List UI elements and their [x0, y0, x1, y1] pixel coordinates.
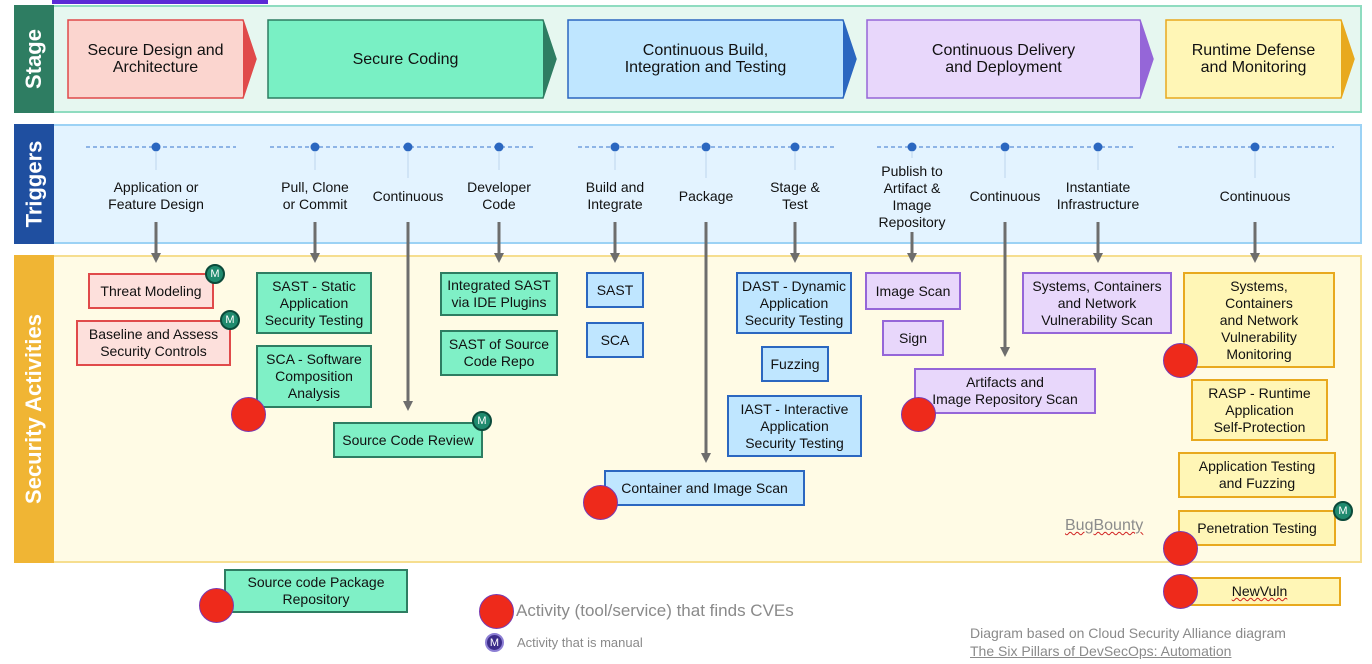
cve-marker-icon — [199, 588, 234, 623]
image-scan-box: Image Scan — [865, 272, 961, 310]
systems-monitoring-box: Systems, Containers and Network Vulnerab… — [1183, 272, 1335, 368]
manual-badge-icon: M — [220, 310, 240, 330]
trigger-continuous-delivery: Continuous — [969, 187, 1041, 204]
penetration-testing-box: Penetration Testing — [1178, 510, 1336, 546]
stage-arrow-build-tip — [843, 20, 856, 98]
stage-label-coding: Secure Coding — [352, 50, 459, 68]
triggers-band-label: Triggers — [14, 124, 54, 244]
iast-box: IAST - Interactive Application Security … — [727, 395, 862, 457]
legend-manual-text: Activity that is manual — [517, 635, 643, 650]
stage-label-delivery: Continuous Delivery and Deployment — [931, 42, 1076, 76]
trigger-dot — [790, 142, 800, 152]
cve-marker-icon — [1163, 343, 1198, 378]
stage-arrow-runtime-tip — [1341, 20, 1354, 98]
source-package-repo-box: Source code Package Repository — [224, 569, 408, 613]
trigger-dot — [151, 142, 161, 152]
sca-software-box: SCA - Software Composition Analysis — [256, 345, 372, 408]
trigger-instantiate-infra: Instantiate Infrastructure — [1056, 179, 1140, 212]
trigger-package: Package — [678, 187, 734, 204]
trigger-publish-artifact: Publish to Artifact & Image Repository — [878, 163, 946, 230]
threat-modeling-box: Threat Modeling — [88, 273, 214, 309]
stage-arrow-coding-tip — [543, 20, 556, 98]
fuzzing-box: Fuzzing — [761, 346, 829, 382]
sca-box: SCA — [586, 322, 644, 358]
credit-link[interactable]: The Six Pillars of DevSecOps: Automation — [970, 643, 1232, 659]
trigger-pull-clone-commit: Pull, Clone or Commit — [281, 179, 349, 212]
manual-badge-icon: M — [205, 264, 225, 284]
triggers-band — [14, 124, 1362, 244]
cve-marker-icon — [1163, 574, 1198, 609]
trigger-dot — [310, 142, 320, 152]
top-edge-bar — [52, 0, 268, 4]
stage-arrows — [67, 19, 1355, 99]
manual-badge-icon: M — [1333, 501, 1353, 521]
systems-vuln-scan-box: Systems, Containers and Network Vulnerab… — [1022, 272, 1172, 334]
container-image-scan-box: Container and Image Scan — [604, 470, 805, 506]
dast-box: DAST - Dynamic Application Security Test… — [736, 272, 852, 334]
stage-band-label: Stage — [14, 5, 54, 113]
newvuln-label: NewVuln — [1231, 583, 1288, 599]
rasp-box: RASP - Runtime Application Self-Protecti… — [1191, 379, 1328, 441]
sast-static-box: SAST - Static Application Security Testi… — [256, 272, 372, 334]
trigger-dot — [907, 142, 917, 152]
legend-cve-icon — [479, 594, 514, 629]
trigger-stage-test: Stage & Test — [770, 179, 820, 212]
legend-manual-icon: M — [485, 633, 504, 652]
cve-marker-icon — [583, 485, 618, 520]
stage-arrow-design-tip — [243, 20, 256, 98]
cve-marker-icon — [1163, 531, 1198, 566]
trigger-continuous-runtime: Continuous — [1219, 187, 1291, 204]
stage-label-build: Continuous Build, Integration and Testin… — [624, 42, 787, 76]
trigger-dot — [701, 142, 711, 152]
sast-box: SAST — [586, 272, 644, 308]
trigger-dot — [610, 142, 620, 152]
cve-marker-icon — [901, 397, 936, 432]
manual-badge-icon: M — [472, 411, 492, 431]
stage-label-design: Secure Design and Architecture — [87, 42, 224, 76]
sign-box: Sign — [882, 320, 944, 356]
trigger-dot — [494, 142, 504, 152]
trigger-dot — [1250, 142, 1260, 152]
credit-text: Diagram based on Cloud Security Alliance… — [970, 625, 1286, 641]
source-code-review-box: Source Code Review — [333, 422, 483, 458]
newvuln-box: NewVuln — [1178, 577, 1341, 606]
trigger-continuous-coding: Continuous — [372, 187, 444, 204]
legend-cve-text: Activity (tool/service) that finds CVEs — [516, 601, 794, 620]
integrated-sast-box: Integrated SAST via IDE Plugins — [440, 272, 558, 316]
stage-label-runtime: Runtime Defense and Monitoring — [1191, 42, 1316, 76]
activities-band-label: Security Activities — [14, 255, 54, 563]
trigger-developer-code: Developer Code — [467, 179, 531, 212]
stage-arrow-delivery-tip — [1140, 20, 1153, 98]
trigger-build-integrate: Build and Integrate — [585, 179, 645, 212]
trigger-app-feature-design: Application or Feature Design — [108, 179, 204, 212]
trigger-dot — [1000, 142, 1010, 152]
cve-marker-icon — [231, 397, 266, 432]
app-testing-fuzzing-box: Application Testing and Fuzzing — [1178, 452, 1336, 498]
trigger-dot — [1093, 142, 1103, 152]
trigger-dot — [403, 142, 413, 152]
artifacts-repo-scan-box: Artifacts and Image Repository Scan — [914, 368, 1096, 414]
sast-source-repo-box: SAST of Source Code Repo — [440, 330, 558, 376]
bugbounty-label: BugBounty — [1065, 517, 1144, 534]
baseline-assess-box: Baseline and Assess Security Controls — [76, 320, 231, 366]
